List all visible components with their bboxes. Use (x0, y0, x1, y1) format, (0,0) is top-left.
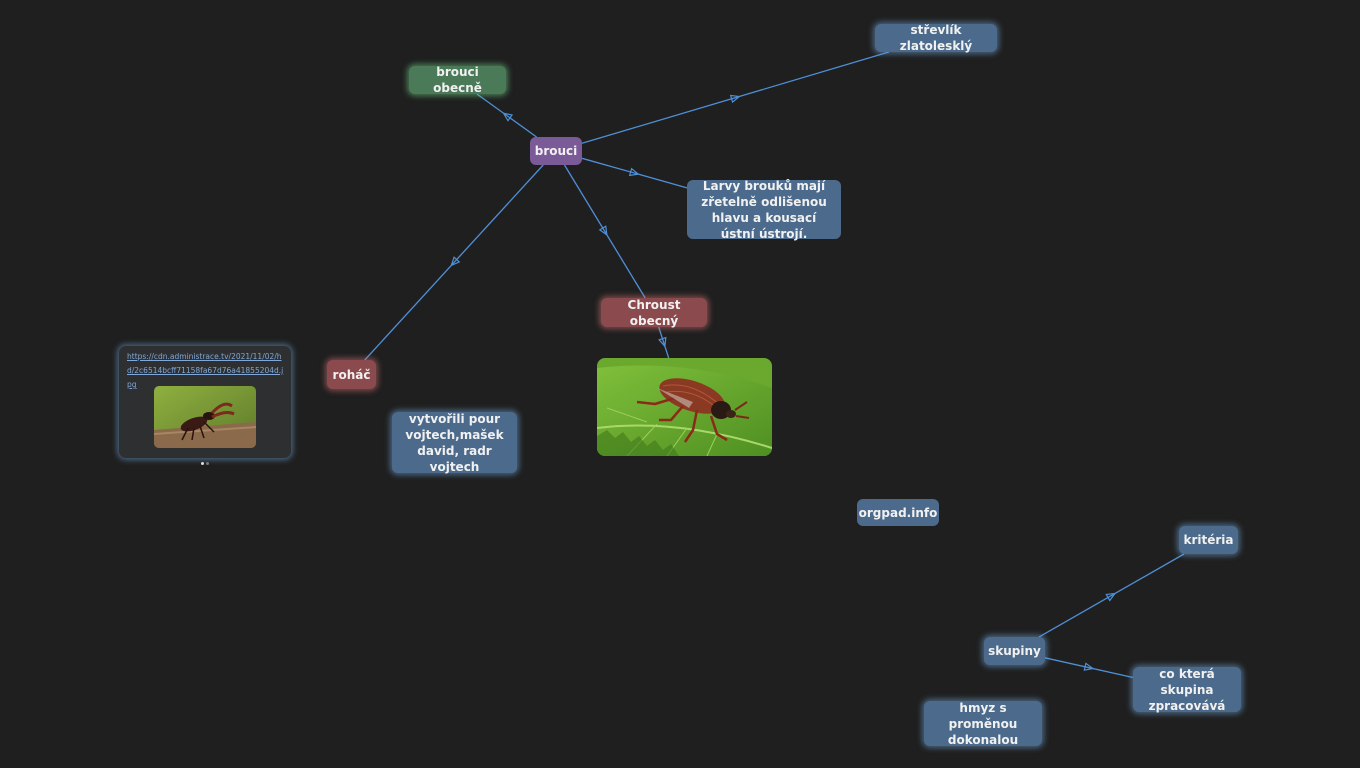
node-larvy[interactable]: Larvy brouků mají zřetelně odlišenou hla… (687, 179, 841, 241)
node-brouci-obecne[interactable]: brouci obecně (409, 65, 506, 95)
edge-arrow-skupiny-co_ktera (1083, 662, 1095, 671)
edge-brouci-strevlik[interactable] (581, 51, 890, 144)
node-vytvorili[interactable]: vytvořili pour vojtech,mašek david, radr… (392, 412, 517, 474)
edge-arrow-brouci-chroust (598, 225, 608, 237)
edge-chroust-photo_card[interactable] (658, 326, 670, 359)
link-url[interactable]: https://cdn.administrace.tv/2021/11/02/h… (127, 352, 284, 389)
edge-brouci-brouci_obecne[interactable] (476, 93, 537, 138)
node-hmyz[interactable]: hmyz s proměnou dokonalou (924, 701, 1042, 747)
stag-beetle-image (154, 386, 256, 448)
edge-arrow-brouci-brouci_obecne (502, 112, 514, 122)
carousel-dots[interactable] (201, 450, 211, 465)
node-brouci[interactable]: brouci (530, 137, 582, 165)
node-rohac[interactable]: roháč (327, 360, 376, 389)
node-skupiny[interactable]: skupiny (984, 637, 1045, 665)
edge-brouci-larvy[interactable] (581, 157, 688, 189)
edge-arrow-brouci-rohac (450, 256, 461, 267)
cockchafer-image[interactable] (597, 358, 772, 456)
edge-arrow-skupiny-kriteria (1105, 592, 1117, 602)
edge-arrow-brouci-strevlik (729, 94, 741, 104)
link-card[interactable]: https://cdn.administrace.tv/2021/11/02/h… (119, 346, 291, 465)
edge-skupiny-kriteria[interactable] (1038, 553, 1185, 638)
edge-brouci-chroust[interactable] (563, 164, 646, 299)
node-orgpad[interactable]: orgpad.info (857, 499, 939, 526)
node-strevlik[interactable]: střevlík zlatolesklý (875, 23, 997, 53)
edge-brouci-rohac[interactable] (364, 164, 544, 361)
node-co-ktera[interactable]: co která skupina zpracovává (1133, 667, 1241, 713)
edge-skupiny-co_ktera[interactable] (1044, 657, 1134, 679)
node-kriteria[interactable]: kritéria (1179, 526, 1238, 554)
edge-arrow-chroust-photo_card (658, 336, 667, 348)
edge-arrow-brouci-larvy (628, 167, 640, 177)
node-chroust[interactable]: Chroust obecný (601, 298, 707, 328)
